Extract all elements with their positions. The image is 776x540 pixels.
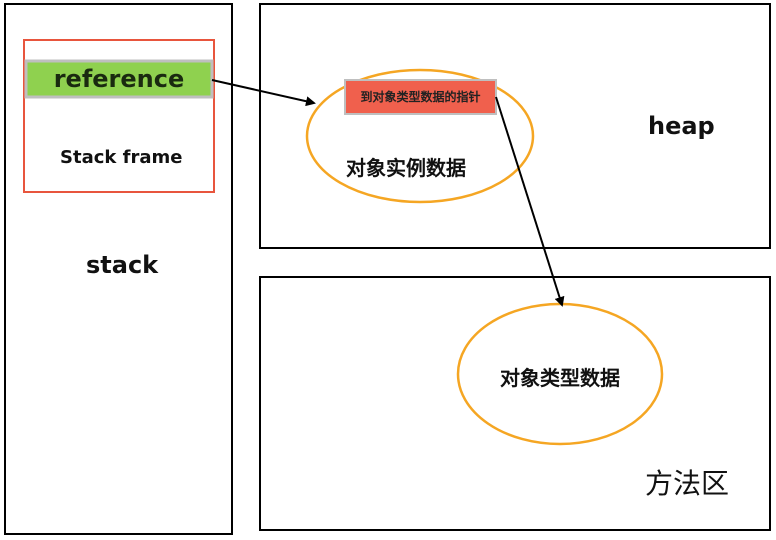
stack-frame-label: Stack frame [60, 147, 183, 168]
reference-arrow [211, 79, 316, 107]
method-area-label: 方法区 [645, 467, 730, 500]
stack-label: stack [86, 251, 159, 279]
reference-label: reference [53, 65, 185, 93]
pointer-box [344, 79, 497, 115]
pointer-arrow [495, 96, 565, 307]
reference-box [24, 59, 214, 99]
instance-label: 对象实例数据 [346, 156, 466, 180]
heap-label: heap [648, 112, 715, 140]
pointer-label: 到对象类型数据的指针 [360, 90, 481, 104]
type-data-label: 对象类型数据 [500, 366, 620, 390]
